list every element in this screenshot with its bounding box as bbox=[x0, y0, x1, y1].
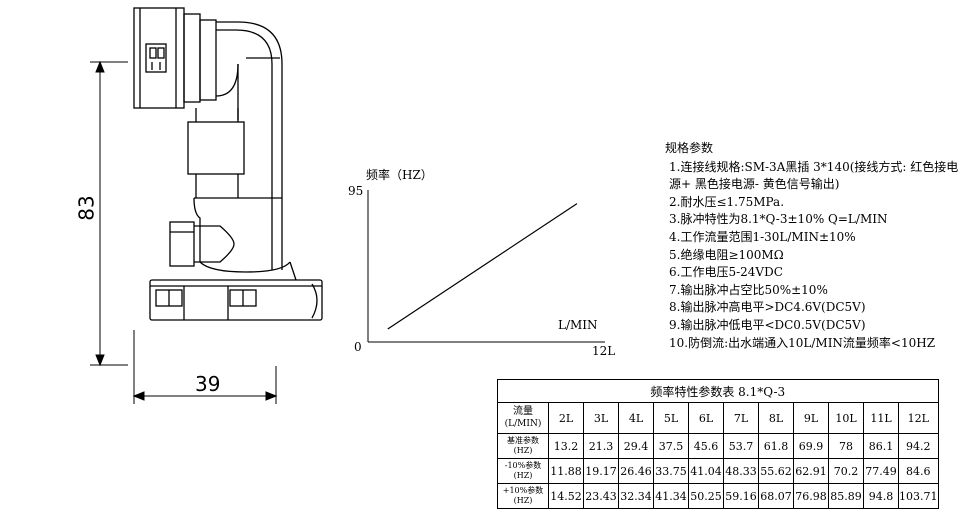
table-cell: 11.88 bbox=[548, 458, 584, 484]
spec-item: 8.输出脉冲高电平>DC4.6V(DC5V) bbox=[669, 300, 866, 315]
spec-item: 10.防倒流:出水端通入10L/MIN流量频率<10HZ bbox=[669, 335, 936, 350]
spec-item: 7.输出脉冲占空比50%±10% bbox=[669, 282, 828, 297]
chart-xlabel: L/MIN bbox=[558, 318, 598, 332]
table-cell: 19.17 bbox=[583, 458, 619, 484]
table-cell: 77.49 bbox=[863, 458, 899, 484]
row-label: -10%参数(HZ) bbox=[497, 458, 549, 484]
table-cell: 85.89 bbox=[828, 483, 864, 509]
column-header: 11L bbox=[863, 402, 899, 434]
column-header: 12L bbox=[898, 402, 939, 434]
table-cell: 37.5 bbox=[653, 433, 689, 459]
table-cell: 86.1 bbox=[863, 433, 899, 459]
table-cell: 69.9 bbox=[793, 433, 829, 459]
frequency-table: 频率特性参数表 8.1*Q-3 流量 (L/MIN) 2L 3L 4L 5L 6… bbox=[497, 379, 939, 509]
origin-label: 0 bbox=[354, 340, 362, 354]
table-cell: 76.98 bbox=[793, 483, 829, 509]
table-cell: 68.07 bbox=[758, 483, 794, 509]
spec-list: 规格参数 1.连接线规格:SM-3A黑插 3*140(接线方式: 红色接电源+ … bbox=[665, 140, 970, 352]
table-row: +10%参数(HZ) 14.52 23.43 32.34 41.34 50.25… bbox=[497, 483, 939, 509]
table-cell: 70.2 bbox=[828, 458, 864, 484]
spec-item: 9.输出脉冲低电平<DC0.5V(DC5V) bbox=[669, 317, 866, 332]
table-header-label: 流量 (L/MIN) bbox=[497, 402, 549, 434]
spec-item: 3.脉冲特性为8.1*Q-3±10% Q=L/MIN bbox=[669, 212, 888, 227]
table-cell: 41.34 bbox=[653, 483, 689, 509]
table-header-row: 流量 (L/MIN) 2L 3L 4L 5L 6L 7L 8L 9L 10L 1… bbox=[497, 402, 939, 434]
sensor-drawing bbox=[90, 7, 323, 404]
table-caption: 频率特性参数表 8.1*Q-3 bbox=[497, 379, 939, 403]
table-cell: 26.46 bbox=[618, 458, 654, 484]
column-header: 10L bbox=[828, 402, 864, 434]
table-cell: 103.71 bbox=[898, 483, 939, 509]
x-end-tick-label: 12L bbox=[592, 344, 616, 358]
table-cell: 23.43 bbox=[583, 483, 619, 509]
table-cell: 61.8 bbox=[758, 433, 794, 459]
table-cell: 33.75 bbox=[653, 458, 689, 484]
table-cell: 14.52 bbox=[548, 483, 584, 509]
table-cell: 21.3 bbox=[583, 433, 619, 459]
series-line bbox=[387, 203, 578, 330]
column-header: 5L bbox=[653, 402, 689, 434]
dimension-width-label: 39 bbox=[195, 372, 221, 396]
table-row: 基准参数(HZ) 13.2 21.3 29.4 37.5 45.6 53.7 6… bbox=[497, 433, 939, 459]
table-cell: 29.4 bbox=[618, 433, 654, 459]
table-cell: 53.7 bbox=[723, 433, 759, 459]
table-cell: 59.16 bbox=[723, 483, 759, 509]
chart-ylabel: 频率（HZ） bbox=[366, 168, 433, 182]
spec-item: 6.工作电压5-24VDC bbox=[669, 265, 783, 280]
row-label: 基准参数(HZ) bbox=[497, 433, 549, 459]
column-header: 9L bbox=[793, 402, 829, 434]
spec-item: 2.耐水压≤1.75MPa. bbox=[669, 194, 785, 209]
connector-socket bbox=[145, 43, 167, 73]
column-header: 4L bbox=[618, 402, 654, 434]
spec-item: 5.绝缘电阻≥100MΩ bbox=[669, 247, 784, 262]
table-cell: 62.91 bbox=[793, 458, 829, 484]
spec-item: 1.连接线规格:SM-3A黑插 3*140(接线方式: 红色接电源+ 黑色接电源… bbox=[669, 159, 959, 192]
column-header: 3L bbox=[583, 402, 619, 434]
row-label: +10%参数(HZ) bbox=[497, 483, 549, 509]
table-cell: 50.25 bbox=[688, 483, 724, 509]
column-header: 8L bbox=[758, 402, 794, 434]
column-header: 7L bbox=[723, 402, 759, 434]
spec-item: 4.工作流量范围1-30L/MIN±10% bbox=[669, 229, 856, 244]
y-top-tick-label: 95 bbox=[348, 184, 364, 198]
dimension-height-label: 83 bbox=[74, 195, 99, 221]
table-cell: 78 bbox=[828, 433, 864, 459]
table-cell: 32.34 bbox=[618, 483, 654, 509]
table-cell: 45.6 bbox=[688, 433, 724, 459]
column-header: 6L bbox=[688, 402, 724, 434]
table-row: -10%参数(HZ) 11.88 19.17 26.46 33.75 41.04… bbox=[497, 458, 939, 484]
column-header: 2L bbox=[548, 402, 584, 434]
table-cell: 48.33 bbox=[723, 458, 759, 484]
table-cell: 55.62 bbox=[758, 458, 794, 484]
spec-title: 规格参数 bbox=[665, 141, 714, 155]
table-cell: 94.8 bbox=[863, 483, 899, 509]
table-cell: 41.04 bbox=[688, 458, 724, 484]
table-cell: 84.6 bbox=[898, 458, 939, 484]
table-cell: 94.2 bbox=[898, 433, 939, 459]
table-cell: 13.2 bbox=[548, 433, 584, 459]
frequency-chart: 频率（HZ） 95 L/MIN 0 12L bbox=[340, 160, 640, 370]
